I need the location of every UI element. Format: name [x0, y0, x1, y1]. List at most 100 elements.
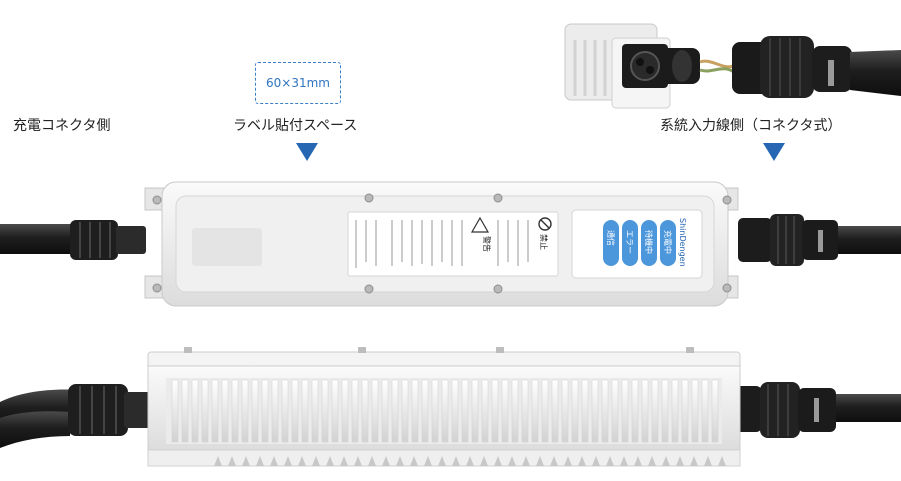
label-space-arrow-icon	[296, 143, 318, 161]
foot	[326, 456, 334, 466]
foot	[382, 456, 390, 466]
indicator-standby-label: 待機中	[644, 230, 654, 254]
fin	[361, 379, 369, 443]
warning-title: 警告	[482, 236, 492, 252]
indicator-charging: 充電中	[660, 220, 676, 266]
fin	[191, 379, 199, 443]
foot	[228, 456, 236, 466]
foot	[438, 456, 446, 466]
heat-sink-fins	[171, 379, 719, 443]
foot	[718, 456, 726, 466]
foot	[452, 456, 460, 466]
foot	[214, 456, 222, 466]
indicator-standby: 待機中	[641, 220, 657, 266]
foot	[340, 456, 348, 466]
fin	[491, 379, 499, 443]
fin	[561, 379, 569, 443]
foot	[494, 456, 502, 466]
label-space-caption: ラベル貼付スペース	[233, 118, 358, 134]
foot	[508, 456, 516, 466]
fin	[461, 379, 469, 443]
indicator-comm-label: 通信	[606, 230, 616, 246]
foot	[634, 456, 642, 466]
fin	[631, 379, 639, 443]
status-indicators: 充電中 待機中 エラー 通信	[603, 220, 676, 266]
warning-triangle-icon	[470, 216, 490, 233]
fin	[691, 379, 699, 443]
fin	[581, 379, 589, 443]
grid-side-caption: 系統入力線側（コネクタ式）	[660, 118, 842, 134]
foot	[676, 456, 684, 466]
foot	[662, 456, 670, 466]
grid-side-arrow-icon	[763, 143, 785, 161]
fin	[571, 379, 579, 443]
foot	[550, 456, 558, 466]
fin	[201, 379, 209, 443]
fin	[341, 379, 349, 443]
fin	[531, 379, 539, 443]
charger-side-caption: 充電コネクタ側	[13, 118, 111, 134]
fin	[521, 379, 529, 443]
fin	[611, 379, 619, 443]
fin	[551, 379, 559, 443]
fin	[431, 379, 439, 443]
fin	[371, 379, 379, 443]
brand-logo: ShinDengen	[678, 218, 687, 267]
fin	[671, 379, 679, 443]
foot	[354, 456, 362, 466]
fin	[381, 379, 389, 443]
foot	[298, 456, 306, 466]
fin	[541, 379, 549, 443]
fin	[621, 379, 629, 443]
foot	[704, 456, 712, 466]
fin	[291, 379, 299, 443]
fin	[701, 379, 709, 443]
fin	[221, 379, 229, 443]
device-top-view: 警告 禁止 充電中 待機中 エラー 通信 Shi	[0, 181, 901, 307]
label-size-box: 60×31mm	[255, 62, 341, 104]
indicator-error-label: エラー	[625, 230, 634, 254]
fin	[281, 379, 289, 443]
foot	[410, 456, 418, 466]
fin	[181, 379, 189, 443]
foot	[536, 456, 544, 466]
fin	[271, 379, 279, 443]
fin	[481, 379, 489, 443]
fin	[711, 379, 719, 443]
foot	[396, 456, 404, 466]
foot	[564, 456, 572, 466]
foot	[578, 456, 586, 466]
fin	[251, 379, 259, 443]
fin	[321, 379, 329, 443]
foot	[312, 456, 320, 466]
fin	[301, 379, 309, 443]
foot	[522, 456, 530, 466]
fin	[171, 379, 179, 443]
fin	[411, 379, 419, 443]
foot	[690, 456, 698, 466]
fin	[441, 379, 449, 443]
fin	[231, 379, 239, 443]
fin	[511, 379, 519, 443]
fin	[421, 379, 429, 443]
foot	[284, 456, 292, 466]
foot	[648, 456, 656, 466]
fin	[501, 379, 509, 443]
fin	[401, 379, 409, 443]
fin	[261, 379, 269, 443]
foot	[270, 456, 278, 466]
fin	[681, 379, 689, 443]
fin	[601, 379, 609, 443]
foot	[256, 456, 264, 466]
fin	[241, 379, 249, 443]
fin	[641, 379, 649, 443]
foot	[606, 456, 614, 466]
fin	[471, 379, 479, 443]
fin	[311, 379, 319, 443]
prohibit-icon	[538, 217, 552, 231]
device-side-view	[0, 347, 901, 467]
indicator-charging-label: 充電中	[663, 230, 673, 254]
fin	[651, 379, 659, 443]
foot	[368, 456, 376, 466]
